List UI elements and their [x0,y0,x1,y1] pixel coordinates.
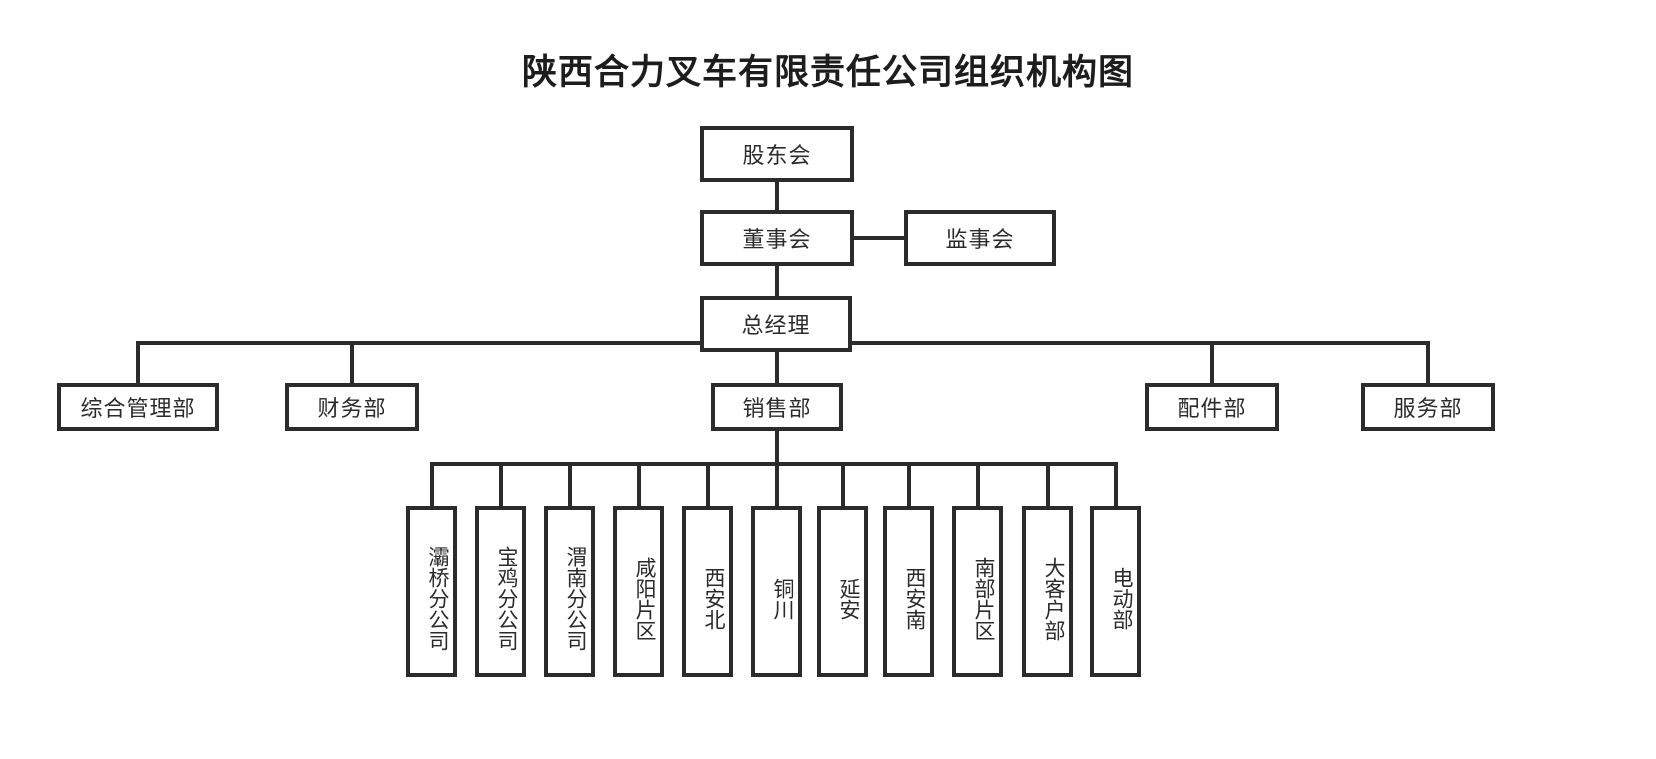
sales-units-bus-line [430,462,1118,466]
edge-sales-electric [1114,462,1118,506]
node-baqiao-branch[interactable]: 灞桥分公司 [406,506,457,677]
node-xian-south[interactable]: 西安南 [883,506,934,677]
edge-gm-parts [1210,341,1214,383]
edge-gm-finance [350,341,354,383]
edge-sales-to-bus [775,431,779,466]
node-south-area[interactable]: 南部片区 [952,506,1003,677]
node-weinan-branch[interactable]: 渭南分公司 [544,506,595,677]
edge-sales-baoji [499,462,503,506]
node-xianyang-area[interactable]: 咸阳片区 [613,506,664,677]
edge-sales-keyaccount [1046,462,1050,506]
node-shareholders[interactable]: 股东会 [700,126,854,182]
node-tongchuan[interactable]: 铜川 [751,506,802,677]
node-xian-north[interactable]: 西安北 [682,506,733,677]
node-finance-dept[interactable]: 财务部 [285,383,419,431]
node-admin-dept[interactable]: 综合管理部 [57,383,219,431]
edge-sales-yanan [841,462,845,506]
page-title: 陕西合力叉车有限责任公司组织机构图 [521,53,1134,92]
edge-gm-admin [136,341,140,383]
node-yanan[interactable]: 延安 [817,506,868,677]
node-sales-dept[interactable]: 销售部 [711,383,843,431]
edge-sales-nanbu [976,462,980,506]
edge-gm-sales [775,352,779,383]
edge-shareholders-board [775,182,779,210]
edge-gm-service [1426,341,1430,383]
edge-sales-xianbei [706,462,710,506]
node-key-account-dept[interactable]: 大客户部 [1022,506,1073,677]
node-service-dept[interactable]: 服务部 [1361,383,1495,431]
node-supervisors[interactable]: 监事会 [904,210,1056,266]
node-parts-dept[interactable]: 配件部 [1145,383,1279,431]
edge-sales-baqiao [430,462,434,506]
edge-sales-tongchuan [775,462,779,506]
node-general-manager[interactable]: 总经理 [700,296,852,352]
edge-sales-xiannan [907,462,911,506]
edge-sales-weinan [568,462,572,506]
edge-board-supervisors [854,236,906,240]
edge-sales-xianyang [637,462,641,506]
edge-board-gm [775,266,779,296]
node-electric-dept[interactable]: 电动部 [1090,506,1141,677]
node-board[interactable]: 董事会 [700,210,854,266]
node-baoji-branch[interactable]: 宝鸡分公司 [475,506,526,677]
